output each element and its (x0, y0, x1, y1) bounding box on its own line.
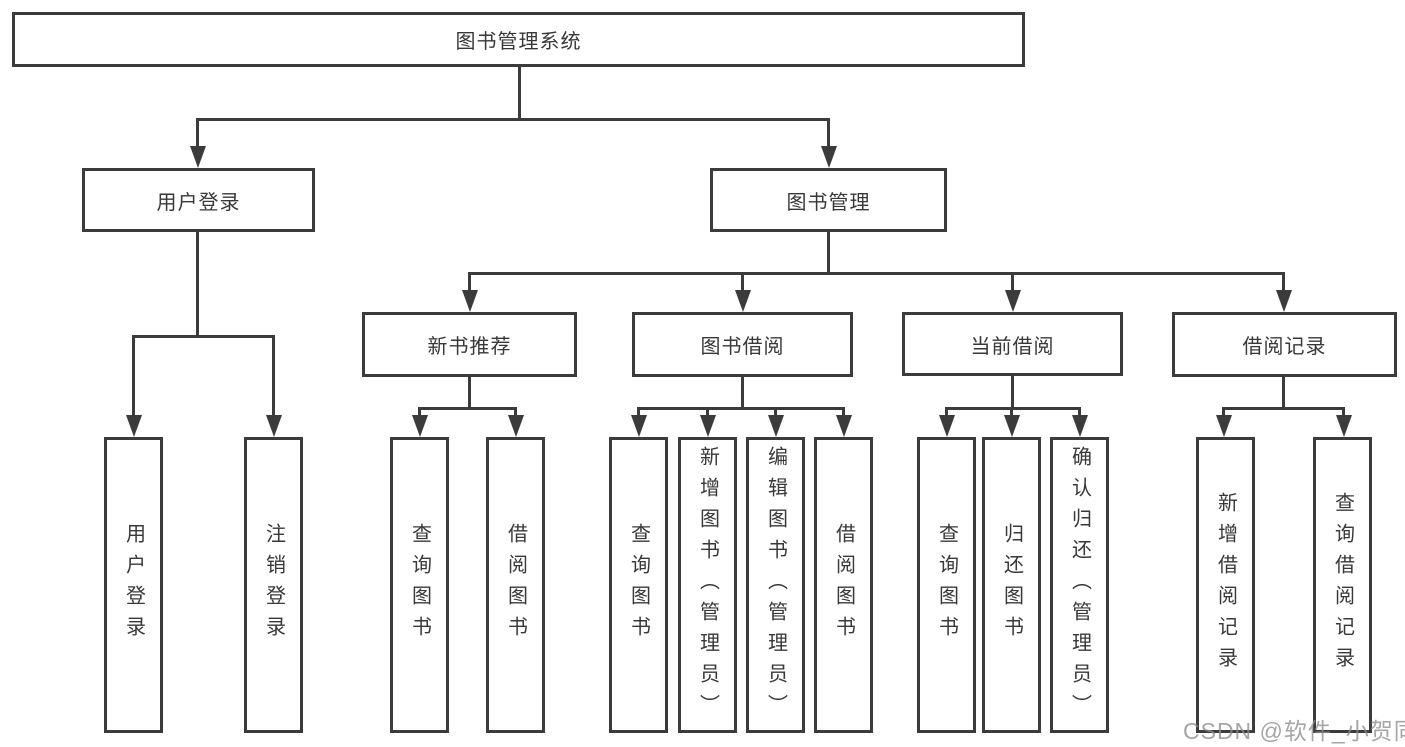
node-user-login-label: 用户登录 (156, 191, 241, 214)
leaf-query-book-3: 查询图书 (917, 437, 976, 733)
connector-line (1282, 377, 1285, 409)
node-user-login: 用户登录 (82, 168, 315, 232)
arrowhead-icon (1005, 290, 1021, 312)
node-current-borrow-label: 当前借阅 (970, 335, 1055, 358)
connector-line (514, 407, 517, 419)
connector-line (418, 407, 517, 410)
connector-line (1222, 407, 1225, 419)
arrowhead-icon (768, 415, 784, 437)
connector-line (418, 407, 421, 419)
connector-line (1011, 272, 1014, 292)
arrowhead-icon (508, 415, 524, 437)
leaf-add-book-admin: 新增图书（管理员） (678, 437, 737, 733)
leaf-logout-label: 注销登录 (262, 523, 285, 647)
node-borrow-record: 借阅记录 (1172, 312, 1397, 377)
leaf-query-book-1-label: 查询图书 (408, 523, 431, 647)
leaf-query-book-3-label: 查询图书 (935, 523, 958, 647)
leaf-borrow-book-2-label: 借阅图书 (832, 523, 855, 647)
connector-line (132, 335, 275, 338)
arrowhead-icon (412, 415, 428, 437)
node-book-management: 图书管理 (710, 168, 947, 232)
arrowhead-icon (1336, 415, 1352, 437)
leaf-query-borrow-record: 查询借阅记录 (1313, 437, 1372, 733)
leaf-return-book-label: 归还图书 (1000, 523, 1023, 647)
leaf-query-borrow-record-label: 查询借阅记录 (1331, 492, 1354, 678)
node-borrow-record-label: 借阅记录 (1242, 336, 1327, 358)
arrowhead-icon (939, 415, 955, 437)
arrowhead-icon (1216, 415, 1232, 437)
connector-line (842, 407, 845, 419)
connector-line (468, 272, 1285, 275)
connector-line (706, 407, 709, 419)
connector-line (774, 407, 777, 419)
arrowhead-icon (821, 146, 837, 168)
arrowhead-icon (1004, 415, 1020, 437)
arrowhead-icon (631, 415, 647, 437)
connector-line (637, 407, 845, 410)
node-root: 图书管理系统 (12, 12, 1025, 67)
connector-line (196, 118, 199, 148)
leaf-borrow-book-1: 借阅图书 (486, 437, 545, 733)
connector-line (518, 67, 521, 120)
leaf-add-borrow-record: 新增借阅记录 (1196, 437, 1255, 733)
leaf-query-book-2: 查询图书 (609, 437, 668, 733)
connector-line (945, 407, 1081, 410)
connector-line (945, 407, 948, 419)
connector-line (1078, 407, 1081, 419)
connector-line (1342, 407, 1345, 419)
node-new-book-recommend-label: 新书推荐 (427, 336, 512, 358)
node-root-label: 图书管理系统 (455, 31, 582, 53)
leaf-edit-book-admin: 编辑图书（管理员） (746, 437, 805, 733)
leaf-return-book: 归还图书 (982, 437, 1041, 733)
arrowhead-icon (190, 146, 206, 168)
arrowhead-icon (735, 290, 751, 312)
connector-line (132, 335, 135, 417)
node-book-borrow: 图书借阅 (632, 312, 853, 377)
connector-line (827, 118, 830, 148)
leaf-logout: 注销登录 (244, 437, 303, 733)
connector-line (741, 272, 744, 292)
connector-line (637, 407, 640, 419)
leaf-user-login-label: 用户登录 (122, 523, 145, 647)
arrowhead-icon (266, 415, 282, 437)
leaf-confirm-return-admin-label: 确认归还（管理员） (1068, 445, 1091, 725)
connector-line (196, 118, 829, 121)
connector-line (1222, 407, 1345, 410)
connector-line (468, 272, 471, 292)
arrowhead-icon (1276, 290, 1292, 312)
leaf-confirm-return-admin: 确认归还（管理员） (1050, 437, 1109, 733)
arrowhead-icon (836, 415, 852, 437)
connector-line (196, 232, 199, 337)
connector-line (741, 377, 744, 409)
arrowhead-icon (126, 415, 142, 437)
leaf-add-borrow-record-label: 新增借阅记录 (1214, 492, 1237, 678)
leaf-edit-book-admin-label: 编辑图书（管理员） (764, 445, 787, 725)
arrowhead-icon (1072, 415, 1088, 437)
connector-line (1282, 272, 1285, 292)
connector-line (272, 335, 275, 417)
leaf-add-book-admin-label: 新增图书（管理员） (696, 445, 719, 725)
node-book-borrow-label: 图书借阅 (700, 336, 785, 358)
node-book-management-label: 图书管理 (786, 191, 871, 214)
arrowhead-icon (700, 415, 716, 437)
csdn-watermark: CSDN @软件_小贺同学 (1183, 718, 1405, 744)
connector-line (1011, 376, 1014, 409)
connector-line (827, 232, 830, 274)
connector-line (1010, 407, 1013, 419)
node-current-borrow: 当前借阅 (902, 312, 1123, 376)
leaf-user-login: 用户登录 (104, 437, 163, 733)
arrowhead-icon (462, 290, 478, 312)
node-new-book-recommend: 新书推荐 (362, 312, 577, 377)
leaf-query-book-2-label: 查询图书 (627, 523, 650, 647)
leaf-query-book-1: 查询图书 (390, 437, 449, 733)
leaf-borrow-book-2: 借阅图书 (814, 437, 873, 733)
leaf-borrow-book-1-label: 借阅图书 (504, 523, 527, 647)
connector-line (468, 377, 471, 409)
